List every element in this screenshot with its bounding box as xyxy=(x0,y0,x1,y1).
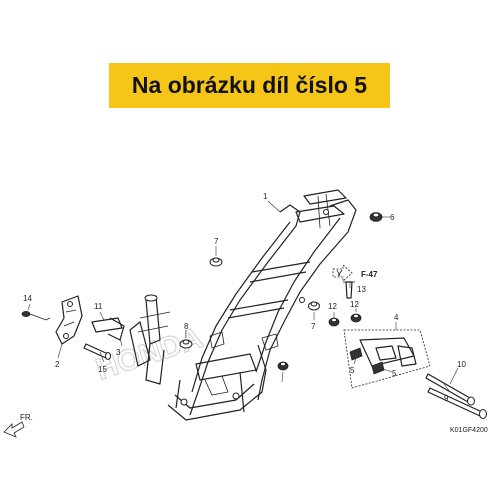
callout-11: 11 xyxy=(94,302,103,311)
reference-label: F-47 xyxy=(361,270,378,279)
reference-arrow xyxy=(332,264,353,282)
callout-15: 15 xyxy=(98,365,107,374)
part-12-collar xyxy=(328,313,362,327)
part-6-collar xyxy=(369,212,383,222)
callout-2: 2 xyxy=(55,360,60,369)
callout-4: 4 xyxy=(394,313,399,322)
front-direction-arrow: FR. xyxy=(3,413,33,438)
part-5-rubber-left xyxy=(349,347,363,361)
callout-7-top: 7 xyxy=(214,237,219,246)
part-11-clip xyxy=(91,317,125,341)
part-4-bracket-assembly xyxy=(343,329,431,389)
part-13-bolt xyxy=(343,281,355,299)
callout-8: 8 xyxy=(184,322,189,331)
part-9-bolt xyxy=(427,387,487,419)
callout-12-left: 12 xyxy=(328,302,337,311)
leader-lines xyxy=(27,200,459,393)
part-7-grommet-right xyxy=(308,301,320,311)
diagram-code: K01GF4200 xyxy=(450,427,488,434)
part-8-grommet xyxy=(179,339,193,349)
callout-12-right: 12 xyxy=(350,300,359,309)
callout-5-right: 5 xyxy=(392,369,397,378)
callout-1: 1 xyxy=(263,192,268,201)
direction-label: FR. xyxy=(20,413,33,422)
banner-text: Na obrázku díl číslo 5 xyxy=(131,72,368,98)
part-7-grommet-top xyxy=(209,257,223,267)
callout-13: 13 xyxy=(357,285,366,294)
callout-6: 6 xyxy=(390,213,395,222)
part-2-bracket xyxy=(55,295,83,345)
frame-body xyxy=(167,189,357,421)
callout-14: 14 xyxy=(23,294,32,303)
callout-10: 10 xyxy=(457,360,466,369)
part-6-collar-lower xyxy=(277,361,289,371)
part-10-bolt xyxy=(425,373,475,406)
callout-7-right: 7 xyxy=(311,322,316,331)
part-15-bolt xyxy=(83,343,111,360)
callout-9: 9 xyxy=(444,394,449,403)
part-5-rubber-right xyxy=(371,361,385,375)
part-14-bolt xyxy=(21,310,51,321)
part-number-banner: Na obrázku díl číslo 5 xyxy=(109,63,390,108)
callout-5-left: 5 xyxy=(350,366,355,375)
callout-3: 3 xyxy=(116,348,121,357)
head-pipe-assembly xyxy=(129,294,171,385)
